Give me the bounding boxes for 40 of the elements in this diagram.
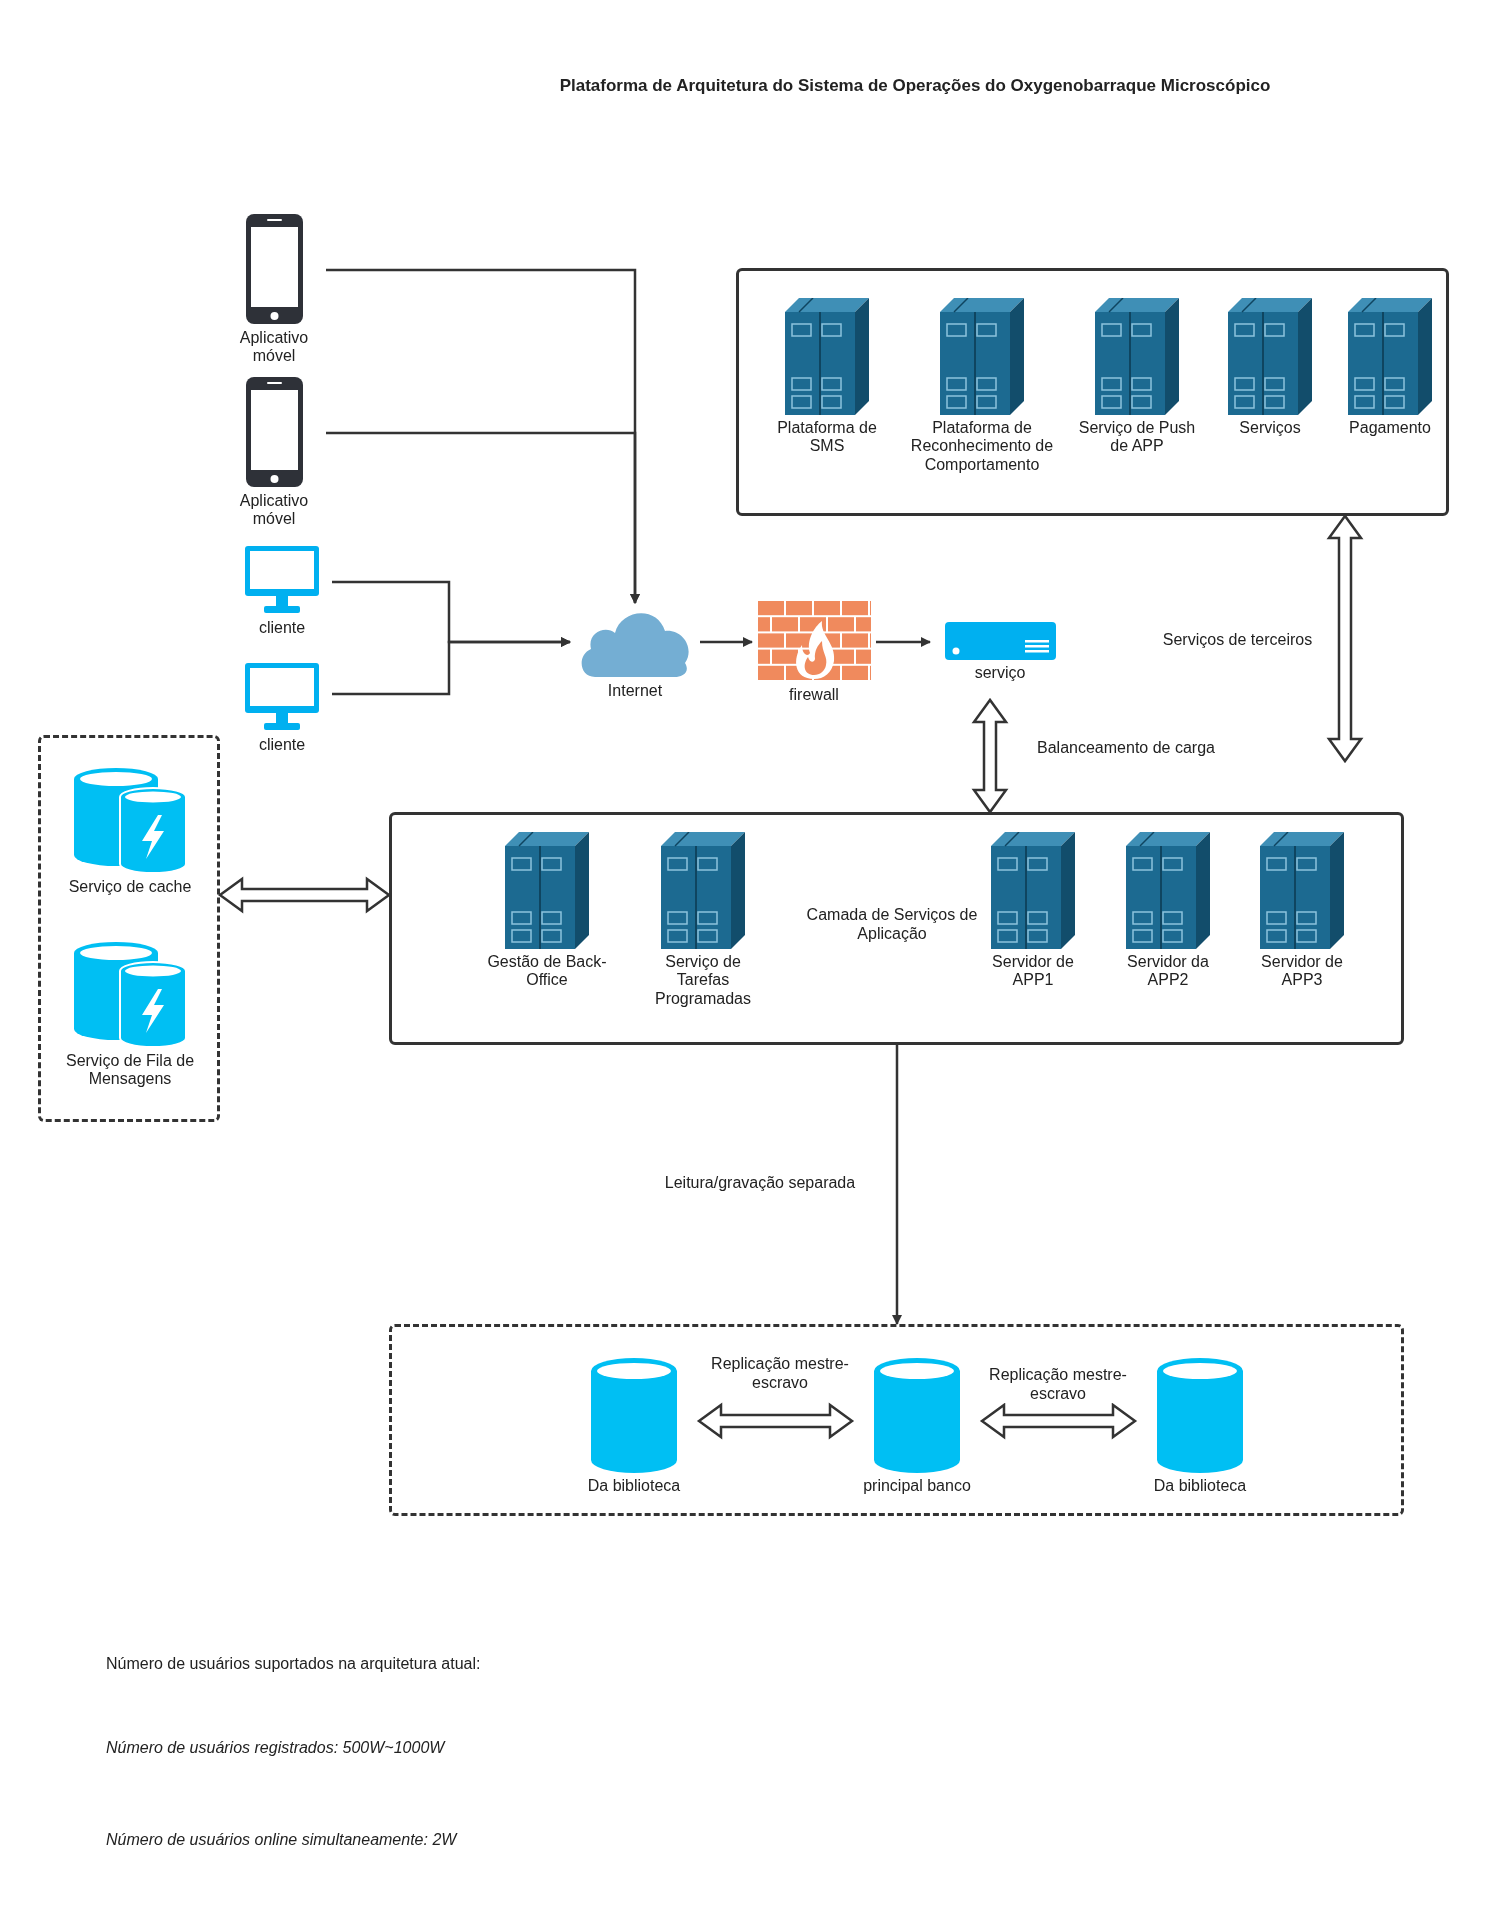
node-label: Aplicativo móvel <box>238 492 310 529</box>
dashed-group-box <box>38 735 220 1122</box>
arrow <box>332 637 571 696</box>
node-label: Aplicativo móvel <box>238 329 310 366</box>
node-label: cliente <box>258 736 306 755</box>
note-text: Número de usuários registrados: 500W~1000W <box>106 1739 445 1757</box>
service-panel <box>389 812 1404 1045</box>
double-arrow <box>1326 513 1364 764</box>
node-label: Internet <box>607 682 663 701</box>
node-label: Da biblioteca <box>587 1477 681 1496</box>
node-label: Plataforma de SMS <box>776 419 878 456</box>
double-arrow <box>696 1402 855 1440</box>
double-arrow <box>971 697 1009 815</box>
node-label: Servidor da APP2 <box>1126 953 1210 990</box>
arrow <box>876 637 931 647</box>
node-label: Pagamento <box>1349 419 1431 438</box>
arrow <box>892 1045 902 1325</box>
node-label: Serviço de Tarefas Programadas <box>653 953 752 1009</box>
double-arrow <box>217 876 392 914</box>
note-text: Número de usuários online simultaneamente: 2W <box>106 1831 457 1849</box>
node-label: serviço <box>974 664 1026 683</box>
arrow <box>326 431 640 604</box>
node-label: cliente <box>258 619 306 638</box>
node-label: Serviço de cache <box>68 878 192 897</box>
service-panel <box>736 268 1449 516</box>
node-label: Serviço de Fila de Mensagens <box>64 1052 196 1089</box>
node-label: Serviços <box>1239 419 1301 438</box>
node-label: Da biblioteca <box>1153 1477 1247 1496</box>
node-label: Servidor de APP3 <box>1260 953 1344 990</box>
diagram-title: Plataforma de Arquitetura do Sistema de Operações do Oxygenobarraque Microscópico <box>558 76 1272 96</box>
note-text: Número de usuários suportados na arquitetura atual: <box>106 1655 481 1673</box>
node-label: Servidor de APP1 <box>991 953 1075 990</box>
arrow <box>700 637 753 647</box>
node-label: principal banco <box>863 1477 971 1496</box>
node-label: Serviço de Push de APP <box>1077 419 1197 456</box>
double-arrow <box>979 1402 1138 1440</box>
node-label: firewall <box>789 686 839 705</box>
node-label: Gestão de Back-Office <box>486 953 608 990</box>
panel-title: Camada de Serviços de Aplicação <box>805 905 979 944</box>
node-label: Plataforma de Reconhecimento de Comportamento <box>909 419 1055 475</box>
